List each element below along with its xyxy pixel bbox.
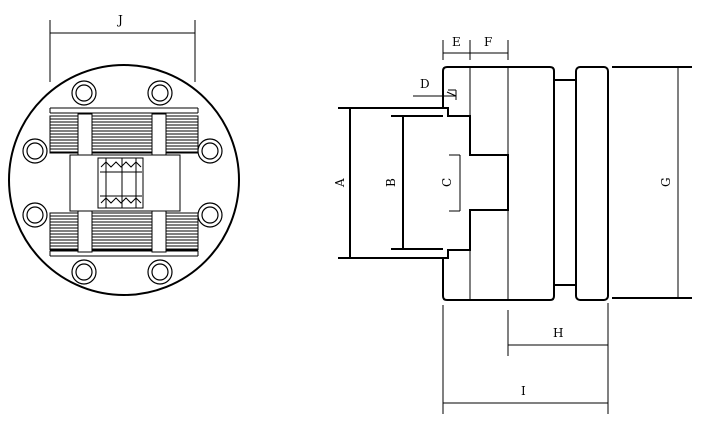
top-jaw-band [49, 107, 199, 114]
dimension-g: G [612, 66, 692, 299]
dimension-c: C [440, 154, 461, 212]
label-j: J [116, 13, 123, 27]
dimension-a: A [333, 107, 443, 259]
bottom-jaw-band [49, 250, 199, 257]
bolt-hole [71, 80, 97, 106]
front-view: J [8, 13, 240, 296]
label-h: H [553, 326, 563, 340]
center-slide [69, 154, 181, 212]
bolt-hole [197, 202, 223, 228]
chuck-body-circle [8, 64, 240, 296]
label-e: E [452, 35, 461, 49]
label-d: D [420, 77, 430, 91]
side-view: E F D A B C [333, 35, 692, 414]
label-g: G [659, 177, 673, 187]
label-i: I [521, 384, 526, 398]
back-plate [575, 66, 609, 301]
label-c: C [440, 178, 454, 187]
bolt-hole [147, 80, 173, 106]
bolt-hole [71, 259, 97, 285]
dimension-j: J [49, 13, 196, 82]
bolt-hole [22, 138, 48, 164]
bottom-serrated-block [49, 210, 199, 253]
dimension-b: B [384, 115, 443, 250]
bolt-holes [22, 80, 223, 285]
bolt-hole [197, 138, 223, 164]
top-serrated-block [49, 113, 199, 156]
bolt-hole [147, 259, 173, 285]
neck [553, 79, 577, 286]
dimension-d: D [413, 77, 457, 97]
dimension-i: I [442, 305, 609, 414]
dimension-e-f: E F [442, 35, 509, 60]
label-b: B [384, 178, 398, 187]
label-f: F [484, 35, 492, 49]
jaw-profile [442, 66, 555, 301]
bolt-hole [22, 202, 48, 228]
dimension-h: H [507, 303, 609, 356]
label-a: A [333, 178, 347, 188]
